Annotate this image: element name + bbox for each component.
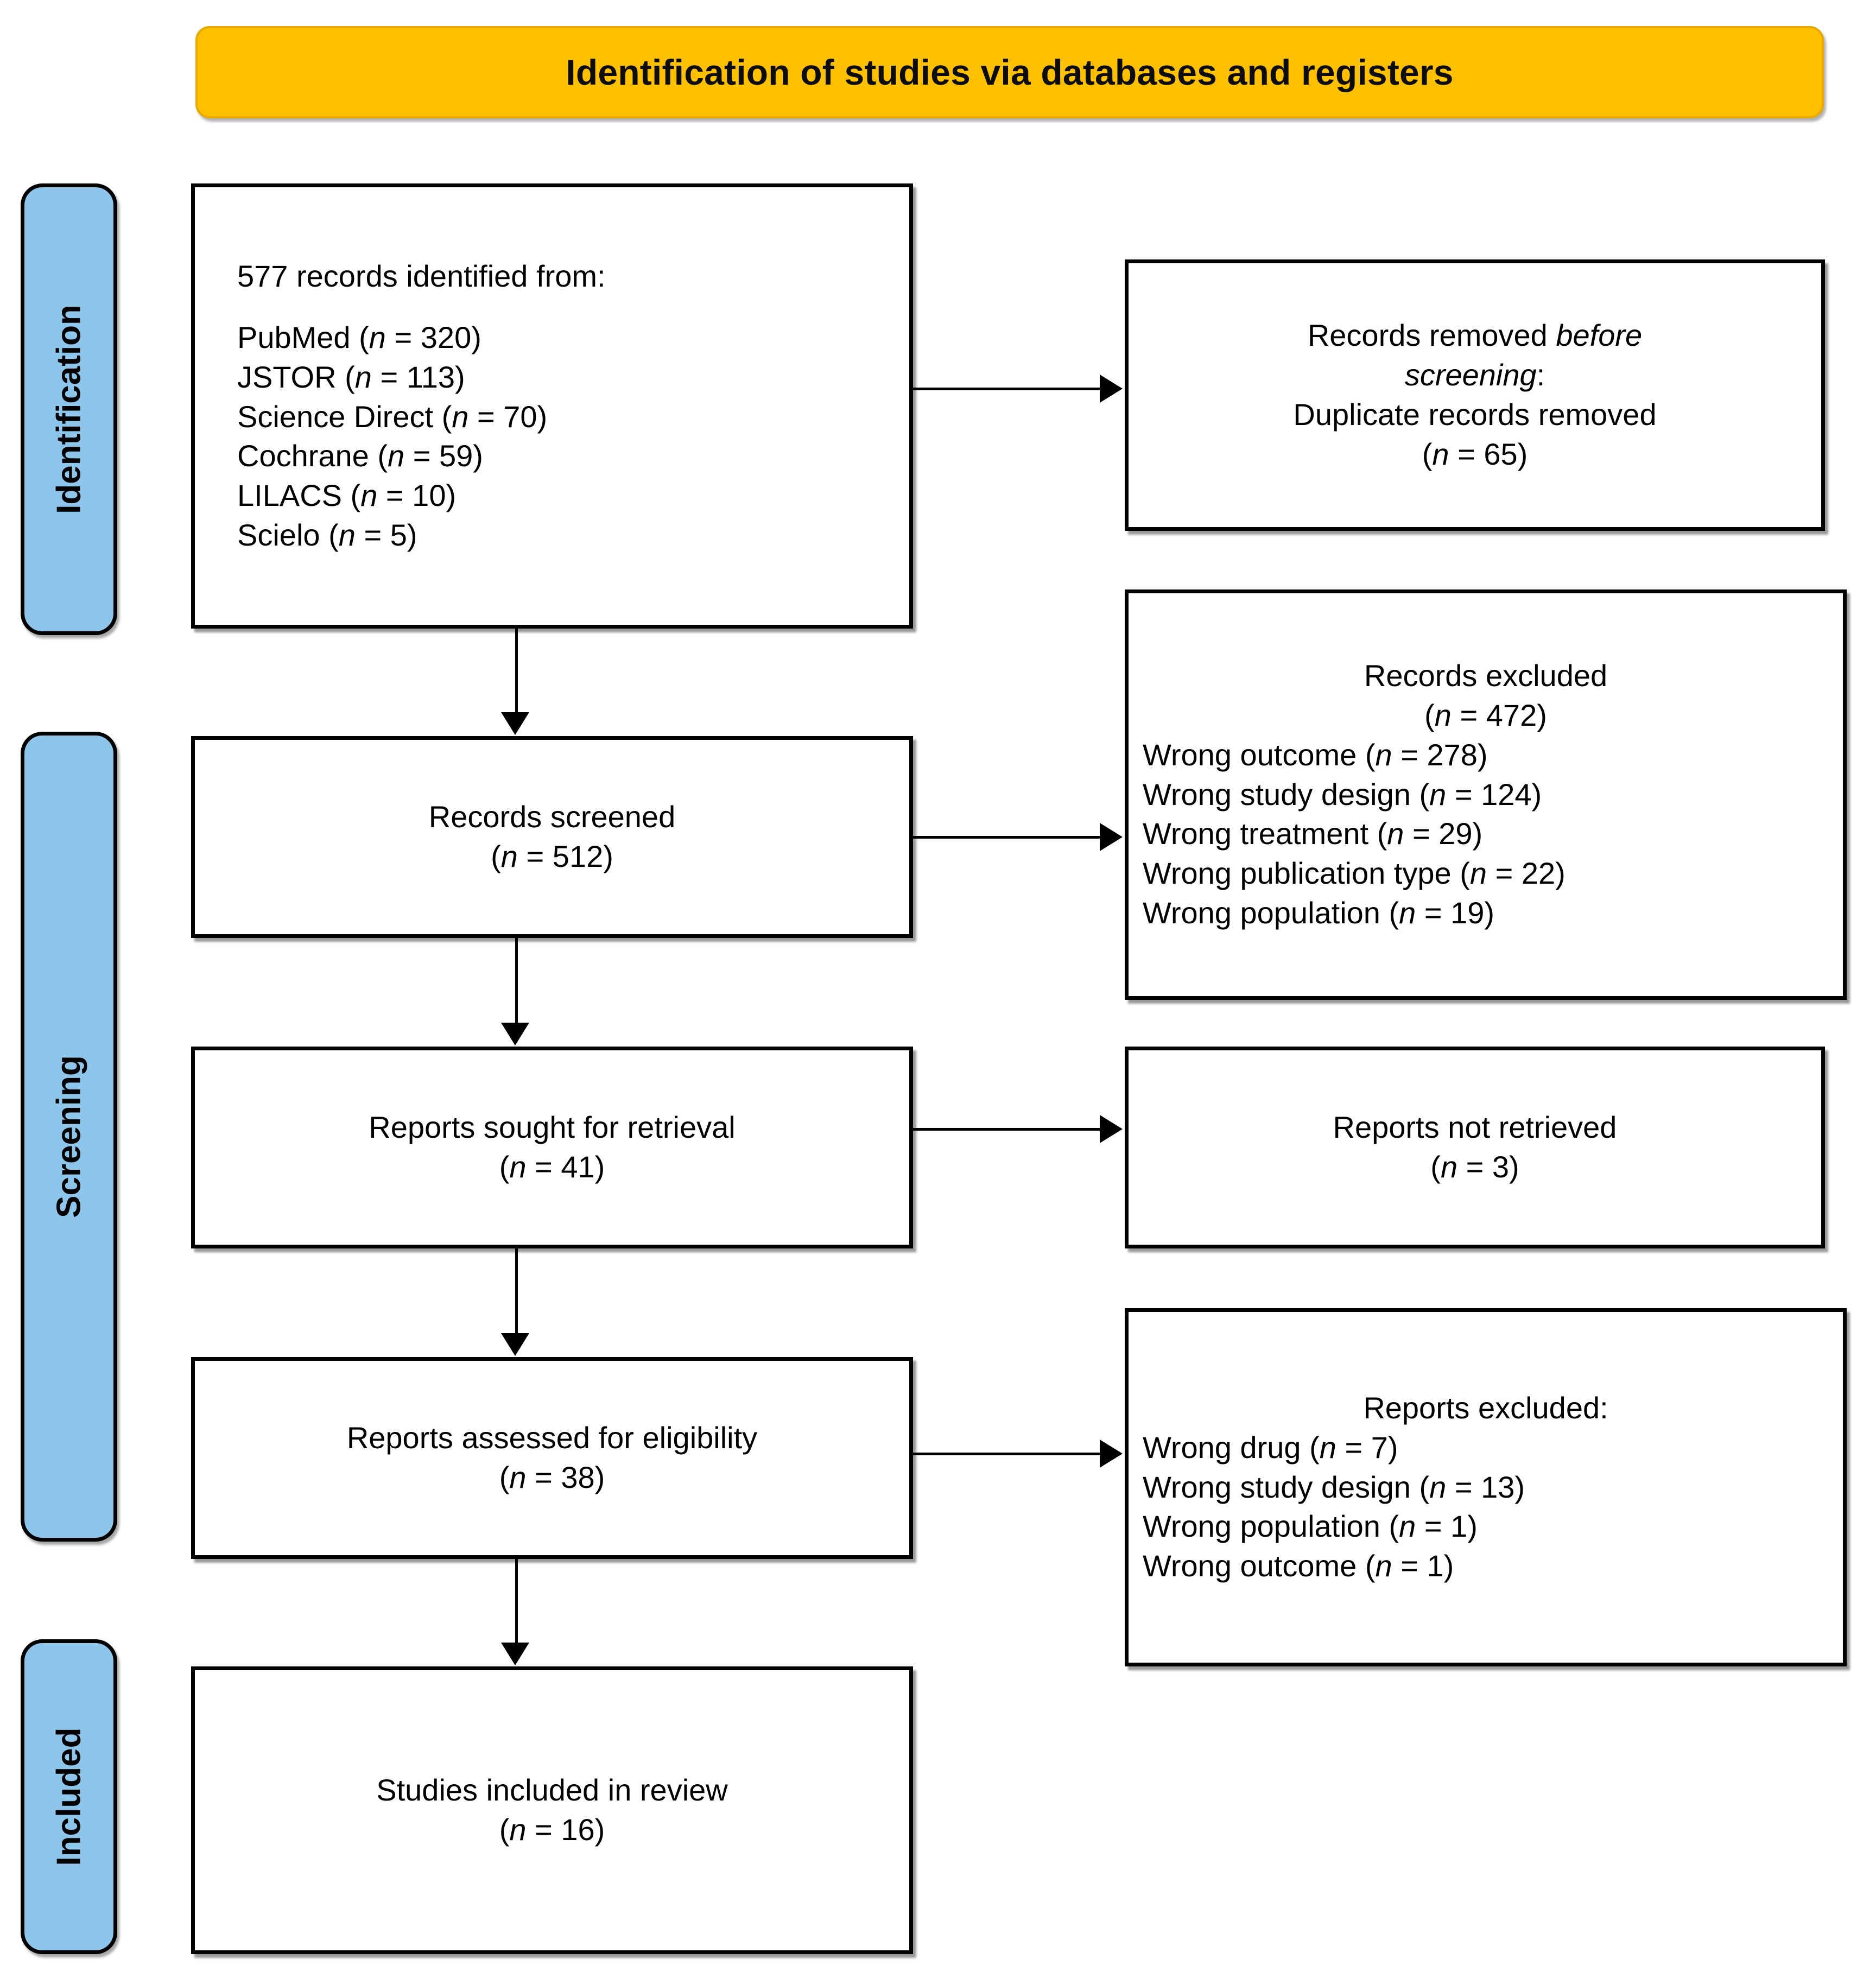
arrowhead-down-icon (501, 1643, 529, 1665)
reports-sought-count: (n = 41) (499, 1150, 605, 1184)
arrowhead-right-icon (1100, 823, 1123, 851)
box-records-removed: Records removed before screening: Duplic… (1125, 259, 1825, 531)
reports-sought-title: Reports sought for retrieval (369, 1110, 736, 1145)
connector-assessed-to-reports-excluded (913, 1453, 1102, 1455)
connector-identified-to-screened (515, 629, 518, 714)
stage-label-identification: Identification (21, 183, 117, 635)
exclusion-reason: Wrong study design (n = 124) (1143, 777, 1542, 812)
box-reports-assessed: Reports assessed for eligibility (n = 38… (191, 1357, 913, 1559)
source-item: Scielo (n = 5) (237, 517, 417, 552)
diagram-banner: Identification of studies via databases … (195, 26, 1824, 118)
arrowhead-down-icon (501, 1333, 529, 1356)
arrowhead-right-icon (1100, 375, 1123, 403)
stage-label-identification-text: Identification (50, 305, 88, 514)
exclusion-reason: Wrong outcome (n = 278) (1143, 737, 1488, 772)
records-screened-count: (n = 512) (491, 839, 613, 873)
records-removed-line4: (n = 65) (1422, 436, 1528, 471)
report-exclusion-reason: Wrong study design (n = 13) (1143, 1469, 1525, 1504)
connector-screened-to-sought (515, 938, 518, 1025)
exclusion-reason: Wrong population (n = 19) (1143, 895, 1495, 930)
connector-screened-to-excluded (913, 836, 1102, 839)
report-exclusion-reason: Wrong drug (n = 7) (1143, 1430, 1398, 1465)
box-reports-excluded: Reports excluded: Wrong drug (n = 7) Wro… (1125, 1308, 1847, 1666)
connector-identified-to-removed (913, 388, 1102, 390)
records-identified-title: 577 records identified from: (237, 259, 606, 294)
reports-assessed-title: Reports assessed for eligibility (346, 1421, 758, 1455)
records-removed-line2: screening: (1404, 358, 1545, 392)
box-records-screened: Records screened (n = 512) (191, 736, 913, 938)
studies-included-title: Studies included in review (376, 1773, 728, 1808)
box-reports-sought: Reports sought for retrieval (n = 41) (191, 1047, 913, 1248)
source-item: Science Direct (n = 70) (237, 399, 548, 434)
records-excluded-title: Records excluded (1364, 658, 1608, 693)
reports-excluded-title: Reports excluded: (1363, 1391, 1608, 1425)
report-exclusion-reason: Wrong population (n = 1) (1143, 1509, 1478, 1544)
box-studies-included: Studies included in review (n = 16) (191, 1666, 913, 1954)
connector-sought-to-assessed (515, 1248, 518, 1335)
reports-not-retrieved-title: Reports not retrieved (1333, 1110, 1617, 1145)
arrowhead-down-icon (501, 712, 529, 735)
connector-sought-to-not-retrieved (913, 1128, 1102, 1131)
source-item: PubMed (n = 320) (237, 320, 481, 354)
box-records-excluded: Records excluded (n = 472) Wrong outcome… (1125, 589, 1847, 1000)
stage-label-screening-text: Screening (50, 1055, 88, 1218)
records-excluded-count: (n = 472) (1424, 698, 1547, 732)
reports-assessed-count: (n = 38) (499, 1460, 605, 1494)
source-item: Cochrane (n = 59) (237, 439, 483, 473)
report-exclusion-reason: Wrong outcome (n = 1) (1143, 1549, 1454, 1583)
source-item: LILACS (n = 10) (237, 478, 457, 513)
studies-included-count: (n = 16) (499, 1812, 605, 1847)
banner-title: Identification of studies via databases … (566, 52, 1454, 92)
connector-assessed-to-included (515, 1559, 518, 1645)
stage-label-included-text: Included (50, 1727, 88, 1866)
exclusion-reason: Wrong publication type (n = 22) (1143, 856, 1566, 891)
stage-label-included: Included (21, 1639, 117, 1954)
records-removed-line1: Records removed before (1307, 318, 1643, 353)
exclusion-reason: Wrong treatment (n = 29) (1143, 816, 1483, 851)
records-removed-line3: Duplicate records removed (1293, 397, 1657, 432)
stage-label-screening: Screening (21, 732, 117, 1542)
reports-not-retrieved-count: (n = 3) (1430, 1150, 1519, 1184)
records-screened-title: Records screened (428, 800, 676, 834)
arrowhead-right-icon (1100, 1115, 1123, 1143)
source-item: JSTOR (n = 113) (237, 359, 465, 394)
arrowhead-right-icon (1100, 1440, 1123, 1468)
box-records-identified: 577 records identified from: PubMed (n =… (191, 183, 913, 629)
arrowhead-down-icon (501, 1023, 529, 1045)
box-reports-not-retrieved: Reports not retrieved (n = 3) (1125, 1047, 1825, 1248)
